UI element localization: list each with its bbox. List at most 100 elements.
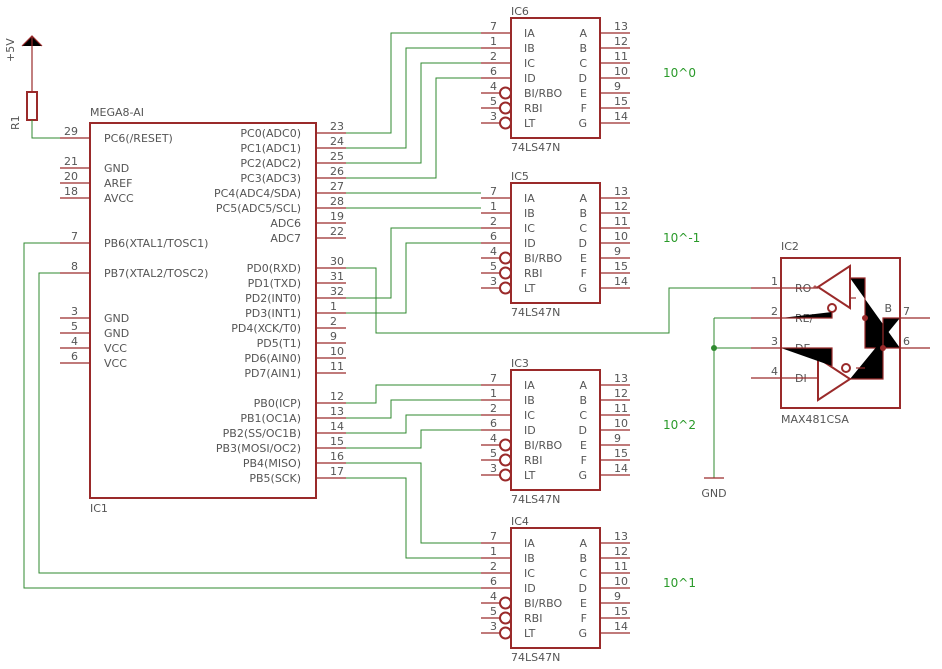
ic1-pin-number: 8 xyxy=(71,260,78,273)
ic1-pin-number: 3 xyxy=(71,305,78,318)
ic1-pin-label: VCC xyxy=(104,342,127,355)
decoder-pin-label: G xyxy=(578,117,587,130)
decoder-pin-number: 13 xyxy=(614,185,628,198)
ic1-pin-number: 1 xyxy=(330,300,337,313)
ic1-pin-label: ADC7 xyxy=(270,232,301,245)
decoder-pin-label: BI/RBO xyxy=(524,597,562,610)
decoder-pin-label: RBI xyxy=(524,454,542,467)
decoder-pin-label: B xyxy=(579,207,587,220)
inversion-bubble xyxy=(499,251,512,265)
decoder-pin-number: 3 xyxy=(490,462,497,475)
decoder-pin-label: A xyxy=(579,27,587,40)
decoder-pin-number: 9 xyxy=(614,245,621,258)
inversion-bubble xyxy=(499,266,512,280)
ic1-pin-number: 9 xyxy=(330,330,337,343)
decoder-pin-number: 7 xyxy=(490,372,497,385)
ic1-pin-number: 16 xyxy=(330,450,344,463)
ic1-pin-label: PB5(SCK) xyxy=(249,472,301,485)
decoder-pin-label: D xyxy=(579,424,587,437)
ic1-pin-label: PC3(ADC3) xyxy=(240,172,301,185)
decoder-pin-label: D xyxy=(579,582,587,595)
decoder-pin-number: 14 xyxy=(614,620,628,633)
wire xyxy=(346,242,481,314)
ic1-pin-number: 15 xyxy=(330,435,344,448)
decoder-pin-number: 13 xyxy=(614,372,628,385)
decoder-pin-label: LT xyxy=(524,282,536,295)
ic1-pin-label: PD0(RXD) xyxy=(247,262,301,275)
driver-triangle xyxy=(817,356,852,402)
decoder-pin-label: BI/RBO xyxy=(524,87,562,100)
decoder-pin-number: 1 xyxy=(490,200,497,213)
wire xyxy=(346,47,481,149)
wire xyxy=(346,62,481,164)
ic1-pin-number: 6 xyxy=(71,350,78,363)
decoder-value: 74LS47N xyxy=(511,306,560,319)
decoder-pin-label: ID xyxy=(524,72,536,85)
receiver-input-a xyxy=(850,277,900,349)
decoder-pin-number: 2 xyxy=(490,215,497,228)
ic1-pin-number: 19 xyxy=(330,210,344,223)
decoder-name: IC5 xyxy=(511,170,529,183)
re-link xyxy=(781,312,833,319)
ic1-pin-label: AREF xyxy=(104,177,132,190)
ic1-pin-number: 27 xyxy=(330,180,344,193)
decoder-value: 74LS47N xyxy=(511,651,560,664)
decoder-pin-number: 9 xyxy=(614,80,621,93)
decoder-pin-label: ID xyxy=(524,237,536,250)
decoder-pin-label: E xyxy=(580,252,587,265)
decoder-pin-label: F xyxy=(581,454,587,467)
decoder-pin-number: 13 xyxy=(614,20,628,33)
ic1-pin-label: PD3(INT1) xyxy=(245,307,301,320)
decoder-pin-number: 10 xyxy=(614,65,628,78)
ic1-pin-number: 31 xyxy=(330,270,344,283)
ic1-pin-label: PB7(XTAL2/TOSC2) xyxy=(104,267,208,280)
ic1-pin-label: GND xyxy=(104,312,129,325)
ic1-pin-number: 10 xyxy=(330,345,344,358)
decoder-pin-label: RBI xyxy=(524,612,542,625)
decoder-name: IC3 xyxy=(511,357,529,370)
decoder-pin-label: IB xyxy=(524,552,535,565)
decoder-pin-label: F xyxy=(581,102,587,115)
ic1-pin-number: 30 xyxy=(330,255,344,268)
ic1-pin-label: PD5(T1) xyxy=(257,337,301,350)
inversion-bubble xyxy=(499,453,512,467)
power-label: +5V xyxy=(4,38,17,62)
ic1-pin-label: PB6(XTAL1/TOSC1) xyxy=(104,237,208,250)
digit-label: 10^-1 xyxy=(663,231,700,245)
decoder-pin-label: ID xyxy=(524,582,536,595)
inversion-bubble xyxy=(499,86,512,100)
re-bubble xyxy=(827,303,837,313)
decoder-pin-label: F xyxy=(581,267,587,280)
ic1-pin-number: 29 xyxy=(64,125,78,138)
decoder-pin-number: 11 xyxy=(614,560,628,573)
ic2-pin-label: B xyxy=(884,302,892,315)
decoder-pin-number: 14 xyxy=(614,275,628,288)
junction-dot xyxy=(880,345,886,351)
decoder-pin-number: 4 xyxy=(490,590,497,603)
decoder-pin-label: F xyxy=(581,612,587,625)
ic1-pin-number: 23 xyxy=(330,120,344,133)
ic2-pin-number: 6 xyxy=(903,335,910,348)
wire xyxy=(346,77,481,179)
decoder-pin-number: 4 xyxy=(490,245,497,258)
wire xyxy=(346,384,481,404)
ic1-pin-label: PC0(ADC0) xyxy=(240,127,301,140)
decoder-pin-number: 5 xyxy=(490,95,497,108)
inversion-bubble xyxy=(499,626,512,640)
decoder-pin-number: 11 xyxy=(614,402,628,415)
junction-dot xyxy=(862,315,868,321)
digit-label: 10^0 xyxy=(663,66,696,80)
decoder-pin-label: E xyxy=(580,597,587,610)
decoder-pin-label: RBI xyxy=(524,267,542,280)
ic2-pin-number: 1 xyxy=(771,275,778,288)
ic1-pin-label: PB3(MOSI/OC2) xyxy=(216,442,301,455)
decoder-pin-number: 1 xyxy=(490,387,497,400)
ic1-pin-label: PD1(TXD) xyxy=(248,277,301,290)
decoder-pin-number: 15 xyxy=(614,260,628,273)
decoder-pin-label: IC xyxy=(524,57,535,70)
decoder-pin-number: 5 xyxy=(490,260,497,273)
decoder-pin-number: 15 xyxy=(614,605,628,618)
ic1-pin-label: PB0(ICP) xyxy=(254,397,301,410)
decoder-name: IC4 xyxy=(511,515,529,528)
driver-bubble xyxy=(841,363,851,373)
